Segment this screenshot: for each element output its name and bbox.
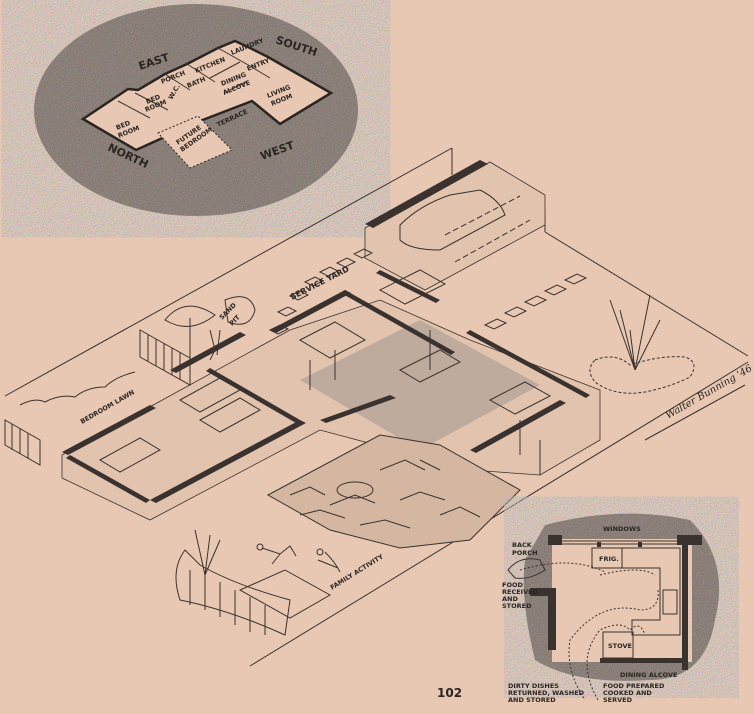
label-food-received-4: STORED (502, 602, 532, 610)
label-sand-pit-2: PIT (228, 313, 242, 327)
curved-screen (175, 529, 332, 636)
garage (364, 160, 546, 291)
stone-pattern (289, 459, 481, 529)
basket (507, 558, 546, 579)
car (399, 189, 506, 251)
label-dining-alcove: DINING ALCOVE (620, 671, 677, 679)
label-back-porch-1: BACK (512, 541, 533, 549)
interior-walls (117, 47, 271, 119)
fridge (591, 547, 623, 569)
label-dirty-dishes-1: DIRTY DISHES (508, 682, 559, 690)
stove (602, 631, 634, 659)
family-figures (256, 543, 341, 573)
label-dirty-dishes-2: RETURNED, WASHED (508, 689, 585, 697)
artist-signature: Walter Bunning '46 (664, 363, 754, 422)
label-food-received-3: AND (502, 595, 518, 603)
house-outline (80, 39, 334, 152)
kitchen-plan: WINDOWS BACK PORCH FRIG. FOOD RECEIVED A… (502, 513, 720, 704)
label-dirty-dishes-3: AND STORED (508, 696, 556, 704)
signature-underline (644, 384, 746, 441)
label-food-prepared-1: FOOD PREPARED (603, 682, 665, 690)
fence (4, 329, 191, 466)
lot-boundary (4, 147, 749, 667)
label-family-activity: FAMILY ACTIVITY (329, 552, 385, 591)
label-food-prepared-3: SERVED (603, 696, 633, 704)
label-food-received-1: FOOD (502, 581, 523, 589)
hedge (19, 371, 136, 406)
label-frig: FRIG. (599, 555, 619, 563)
furniture (98, 269, 552, 475)
future-bedroom-outline (157, 115, 233, 169)
stone-terrace (266, 434, 521, 549)
windows[interactable] (562, 537, 677, 545)
umbrella (164, 305, 221, 361)
orientation-plan: EAST SOUTH NORTH WEST PORCH KITCHEN LAUN… (34, 4, 358, 216)
sink (662, 589, 678, 615)
label-back-porch-2: PORCH (512, 549, 538, 557)
label-food-prepared-2: COOKED AND (603, 689, 652, 697)
label-food-received-2: RECEIVED (502, 588, 539, 596)
page-number: 102 (437, 686, 462, 700)
tree (589, 294, 695, 394)
label-windows: WINDOWS (603, 525, 641, 533)
sand-pit (224, 296, 256, 325)
label-stove: STOVE (608, 642, 632, 650)
